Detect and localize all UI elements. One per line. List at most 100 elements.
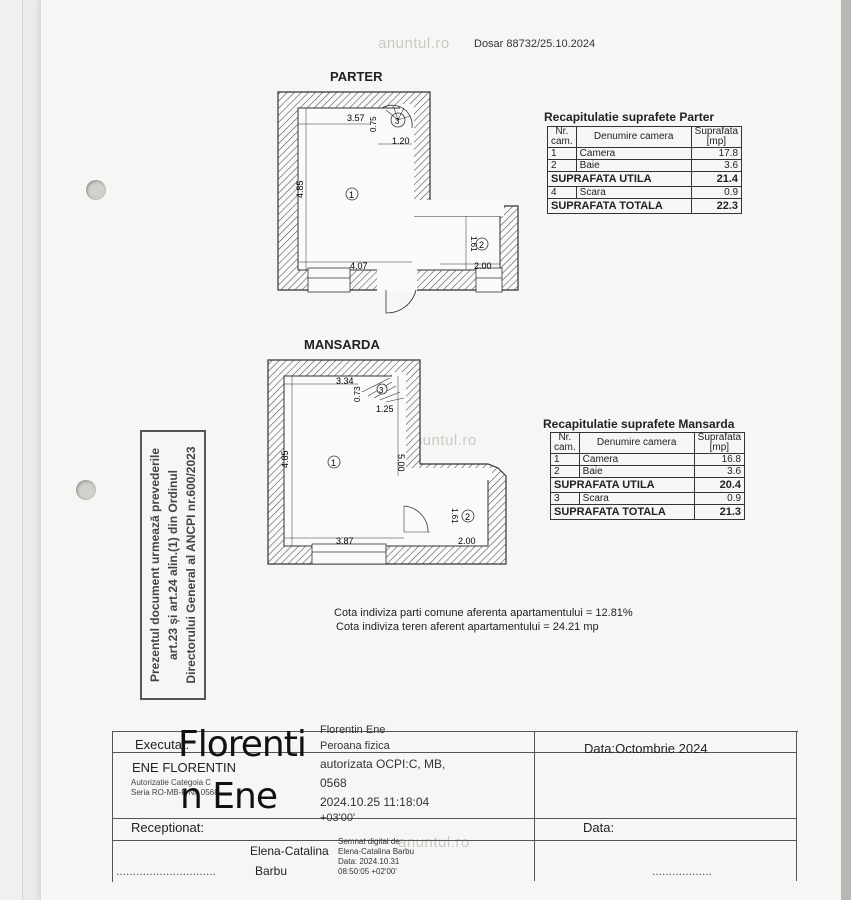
floor-plan-parter: 3.57 0.75 1.20 4.85 4.07 1.61 2.00 1 2 3 (277, 91, 519, 314)
room-number-parter-3: 3 (395, 117, 400, 126)
cell-suprafata: 0.9 (690, 186, 743, 199)
digital-signature-receiver: Semnat digital de Elena-Catalina Barbu D… (338, 837, 414, 877)
receiver-last-name: Barbu (255, 864, 288, 878)
digital-line: 2024.10.25 11:18:04 (320, 795, 430, 809)
dim-mansarda-bath-height: 1.61 (450, 508, 459, 524)
dim-parter-bath-height: 1.61 (469, 236, 478, 252)
header-suprafata: Suprafata [mp] (693, 432, 746, 454)
cell-denumire: Baie (575, 159, 692, 172)
cell-utila-value: 21.4 (690, 171, 743, 187)
table-row: 3 Scara 0.9 (550, 492, 746, 505)
executant-name: ENE FLORENTIN (132, 760, 237, 775)
room-number-parter-1: 1 (349, 190, 354, 200)
floor-plan-mansarda: 3.34 0.73 1.25 4.85 5.00 3.87 1.61 2.00 … (267, 359, 507, 565)
dim-parter-stair-width: 1.20 (392, 136, 410, 146)
autorizatie: Autorizatie Categoia C (131, 778, 212, 787)
stamp-line-2: art.23 și art.24 alin.(1) din Ordinul (166, 469, 180, 661)
date-dots: .................. (652, 864, 713, 878)
punch-hole-bottom (76, 480, 96, 500)
receptionat-label: Receptionat: (131, 820, 204, 835)
punch-hole-top (86, 180, 106, 200)
cell-utila-label: SUPRAFATA UTILA (550, 477, 695, 493)
cota-parti-comune: Cota indiviza parti comune aferenta apar… (334, 607, 633, 619)
cell-suprafata: 16.8 (693, 453, 746, 466)
room-number-mansarda-3: 3 (379, 386, 384, 395)
header-denumire: Denumire camera (575, 126, 692, 148)
table-row-utila: SUPRAFATA UTILA 21.4 (547, 171, 743, 187)
header-nr: Nr. cam. (550, 432, 580, 454)
digital-line: 08:50:05 +02'00' (338, 867, 397, 876)
recap-parter-title: Recapitulatie suprafete Parter (544, 110, 715, 124)
cell-denumire: Scara (578, 492, 695, 505)
stamp-line-1: Prezentul document urmează prevederile (148, 447, 162, 683)
signature-line-1: Florenti (178, 724, 307, 765)
data-executie: Data:Octombrie 2024 (584, 741, 708, 756)
dim-mansarda-width-bottom: 3.87 (336, 536, 354, 546)
table-line (112, 752, 797, 753)
room-number-mansarda-2: 2 (465, 512, 470, 522)
dim-mansarda-width-top: 3.34 (336, 376, 354, 386)
plan-title-mansarda: MANSARDA (304, 337, 380, 352)
dim-mansarda-height-left: 4.85 (280, 450, 290, 468)
seria: Seria RO-MB-F Nr. 0568 (131, 788, 219, 797)
signature-dots: .............................. (116, 864, 217, 878)
data-receptie-label: Data: (583, 820, 615, 835)
table-row-totala: SUPRAFATA TOTALA 21.3 (550, 504, 746, 520)
executat-label: Executat: (135, 737, 190, 752)
header-suprafata: Suprafata [mp] (690, 126, 743, 148)
table-line (112, 840, 797, 841)
dim-parter-stair-depth: 0.75 (369, 116, 378, 132)
room-number-mansarda-1: 1 (331, 458, 336, 468)
cell-utila-label: SUPRAFATA UTILA (547, 171, 692, 187)
dim-mansarda-bath-width: 2.00 (458, 536, 476, 546)
cell-suprafata: 17.8 (690, 147, 743, 160)
digital-signature-executant: Florentin Ene Peroana fizica autorizata … (320, 722, 445, 824)
data-value: Octombrie 2024 (615, 741, 708, 756)
digital-line: autorizata OCPI:C, MB, (320, 757, 446, 771)
watermark-top: anuntul.ro (378, 35, 450, 52)
plan-title-parter: PARTER (330, 69, 383, 84)
digital-line: +03'00' (320, 812, 356, 824)
digital-line: Semnat digital de (338, 837, 400, 846)
digital-line: Peroana fizica (320, 740, 390, 752)
cell-denumire: Camera (575, 147, 692, 160)
dim-parter-bath-width: 2.00 (474, 261, 492, 271)
digital-line: Elena-Catalina Barbu (338, 847, 415, 856)
cell-denumire: Camera (578, 453, 695, 466)
recap-mansarda-title: Recapitulatie suprafete Mansarda (543, 417, 735, 431)
table-row: 1 Camera 17.8 (547, 147, 743, 160)
watermark-bottom: anuntul.ro (398, 834, 470, 851)
cell-denumire: Scara (575, 186, 692, 199)
cell-nr: 1 (550, 453, 580, 466)
cell-utila-value: 20.4 (693, 477, 746, 493)
table-row: 4 Scara 0.9 (547, 186, 743, 199)
ancpi-stamp: Prezentul document urmează prevederile a… (140, 430, 206, 700)
cell-totala-value: 22.3 (690, 198, 743, 214)
cell-suprafata: 0.9 (693, 492, 746, 505)
cell-totala-label: SUPRAFATA TOTALA (550, 504, 695, 520)
stamp-line-3: Directorului General al ANCPI nr.600/202… (184, 446, 198, 684)
cell-nr: 2 (547, 159, 577, 172)
dim-mansarda-height-right: 5.00 (396, 454, 406, 472)
cell-denumire: Baie (578, 465, 695, 478)
dim-parter-width-bottom: 4.07 (350, 261, 368, 271)
dim-mansarda-stair-width: 1.25 (376, 404, 394, 414)
header-nr: Nr. cam. (547, 126, 577, 148)
cell-suprafata: 3.6 (690, 159, 743, 172)
table-row: 2 Baie 3.6 (550, 465, 746, 478)
receiver-first-name: Elena-Catalina (250, 844, 329, 858)
table-header: Nr. cam. Denumire camera Suprafata [mp] (550, 432, 746, 454)
table-header: Nr. cam. Denumire camera Suprafata [mp] (547, 126, 743, 148)
room-number-parter-2: 2 (479, 240, 484, 250)
cota-teren: Cota indiviza teren aferent apartamentul… (336, 621, 599, 633)
dim-parter-height: 4.85 (295, 180, 305, 198)
cell-suprafata: 3.6 (693, 465, 746, 478)
signature-table (112, 731, 798, 882)
table-line (796, 731, 797, 881)
table-row-utila: SUPRAFATA UTILA 20.4 (550, 477, 746, 493)
table-row-totala: SUPRAFATA TOTALA 22.3 (547, 198, 743, 214)
table-row: 2 Baie 3.6 (547, 159, 743, 172)
table-row: 1 Camera 16.8 (550, 453, 746, 466)
digital-line: Florentin Ene (320, 724, 386, 736)
table-line (534, 731, 535, 881)
